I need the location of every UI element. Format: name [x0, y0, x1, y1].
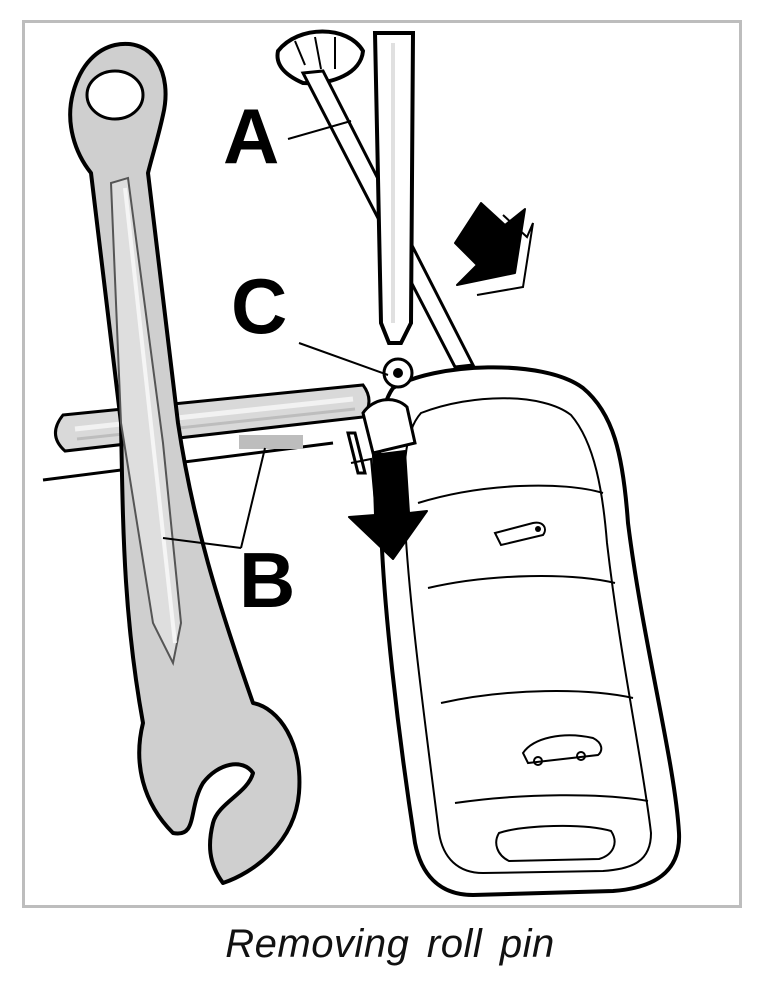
illustration: A C B [25, 23, 739, 905]
pin-punch-icon [277, 32, 473, 368]
remote-key-fob-icon [348, 359, 679, 895]
callout-a: A [223, 92, 279, 180]
callout-b: B [239, 536, 295, 624]
figure-caption: Removing roll pin [0, 922, 780, 967]
figure-frame: A C B [22, 20, 742, 908]
callout-c: C [231, 262, 287, 350]
support-bar-icon [43, 385, 369, 480]
